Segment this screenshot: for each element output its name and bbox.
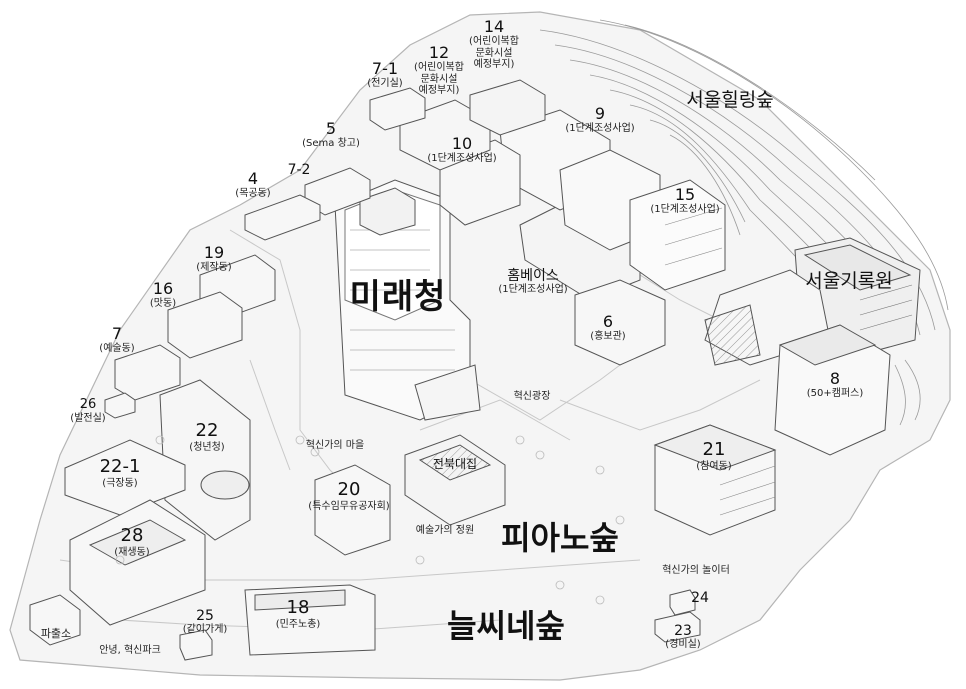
b18-sub: (민주노총)	[275, 618, 321, 630]
label-b24: 24	[691, 590, 709, 606]
b14-num: 14	[483, 17, 505, 36]
b8-sub: (50+캠퍼스)	[806, 388, 864, 400]
b14-sub3: 예정부지)	[473, 59, 515, 71]
label-b9: 9 (1단계조성사업)	[565, 104, 635, 135]
label-b8: 8 (50+캠퍼스)	[806, 369, 864, 400]
b7-num: 7	[111, 324, 123, 343]
b21-sub: (참여동)	[696, 460, 732, 472]
label-seoul-archive: 서울기록원	[805, 270, 893, 292]
label-piano-forest: 피아노숲	[501, 519, 619, 557]
b24-num: 24	[691, 590, 709, 606]
label-b20: 20 (특수임무유공자회)	[308, 479, 390, 512]
label-police-box: 파출소	[40, 627, 72, 640]
b26-num: 26	[79, 397, 97, 412]
label-b14: 14 (어린이복합 문화시설 예정부지)	[469, 17, 519, 71]
b23-num: 23	[674, 623, 692, 639]
b26-sub: (발전실)	[70, 412, 106, 424]
b12-sub3: 예정부지)	[418, 85, 460, 97]
b15-num: 15	[674, 185, 696, 204]
b28-sub: (재생동)	[114, 546, 150, 558]
label-mirae: 미래청	[349, 277, 447, 317]
b19-num: 19	[203, 243, 225, 262]
label-b7-2: 7-2	[288, 162, 311, 178]
b23-sub: (경비실)	[665, 639, 701, 651]
label-b23: 23 (경비실)	[665, 623, 700, 651]
b25-num: 25	[196, 608, 214, 624]
b9-sub: (1단계조성사업)	[565, 123, 635, 135]
b22-1-num: 22-1	[99, 456, 141, 477]
label-b16: 16 (맛동)	[149, 279, 177, 310]
label-neulssi-forest: 늘씨네숲	[447, 607, 565, 645]
b14-sub1: (어린이복합	[469, 36, 519, 48]
b12-num: 12	[428, 43, 450, 62]
b18-num: 18	[286, 597, 310, 618]
label-innovators-playground: 혁신가의 놀이터	[662, 565, 730, 576]
label-innovation-square: 혁신광장	[513, 391, 551, 402]
label-b25: 25 (같이가게)	[183, 608, 228, 636]
label-hello-park: 안녕, 혁신파크	[99, 645, 161, 656]
b28-num: 28	[120, 525, 144, 546]
trees	[115, 435, 625, 605]
label-b7-1: 7-1 (전기실)	[367, 59, 403, 90]
b9-num: 9	[594, 104, 606, 123]
label-b22: 22 (청년청)	[189, 420, 225, 453]
b10-num: 10	[451, 134, 473, 153]
b21-num: 21	[702, 439, 726, 460]
buildings	[29, 79, 921, 661]
label-b21: 21 (참여동)	[696, 439, 732, 472]
b5-num: 5	[325, 119, 337, 138]
b19-sub: (제작동)	[196, 262, 232, 274]
label-b10: 10 (1단계조성사업)	[427, 134, 497, 165]
b7-1-num: 7-1	[371, 59, 399, 78]
b12-sub1: (어린이복합	[414, 62, 464, 74]
b6-num: 6	[602, 312, 614, 331]
label-b22-1: 22-1 (극장동)	[99, 456, 141, 489]
home-base-sub: (1단계조성사업)	[498, 284, 568, 296]
b12-sub2: 문화시설	[420, 73, 458, 85]
label-artists-garden: 예술가의 정원	[415, 525, 475, 536]
label-jeonbuk: 전북대집	[432, 457, 478, 471]
b20-num: 20	[337, 479, 361, 500]
label-b4: 4 (목공동)	[235, 169, 271, 200]
b20-sub: (특수임무유공자회)	[308, 500, 390, 512]
b16-sub: (맛동)	[149, 298, 177, 310]
b25-sub: (같이가게)	[182, 624, 228, 636]
label-home-base: 홈베이스 (1단계조성사업)	[498, 268, 567, 296]
label-b12: 12 (어린이복합 문화시설 예정부지)	[414, 43, 464, 97]
b14-sub2: 문화시설	[475, 47, 513, 59]
b8-num: 8	[829, 369, 841, 388]
b10-sub: (1단계조성사업)	[427, 153, 497, 165]
label-b6: 6 (홍보관)	[590, 312, 626, 343]
b7-2-num: 7-2	[287, 162, 311, 178]
label-b7: 7 (예술동)	[99, 324, 135, 355]
b22-num: 22	[195, 420, 219, 441]
label-b26: 26 (발전실)	[70, 397, 106, 424]
b15-sub: (1단계조성사업)	[650, 204, 720, 216]
label-innovators-village: 혁신가의 마을	[305, 440, 365, 451]
b6-sub: (홍보관)	[590, 331, 626, 343]
b5-sub: (Sema 창고)	[302, 138, 360, 150]
b7-1-sub: (전기실)	[367, 78, 403, 90]
b4-sub: (목공동)	[235, 188, 271, 200]
b22-sub: (청년청)	[189, 441, 225, 453]
label-b19: 19 (제작동)	[196, 243, 232, 274]
b22-1-sub: (극장동)	[102, 477, 138, 489]
label-b18: 18 (민주노총)	[275, 597, 321, 630]
label-b28: 28 (재생동)	[114, 525, 150, 558]
b16-num: 16	[152, 279, 174, 298]
b4-num: 4	[247, 169, 259, 188]
label-b15: 15 (1단계조성사업)	[650, 185, 720, 216]
label-b5: 5 (Sema 창고)	[302, 119, 360, 150]
label-seoul-healing-forest: 서울힐링숲	[686, 89, 774, 111]
home-base-name: 홈베이스	[507, 268, 559, 284]
b7-sub: (예술동)	[99, 343, 135, 355]
